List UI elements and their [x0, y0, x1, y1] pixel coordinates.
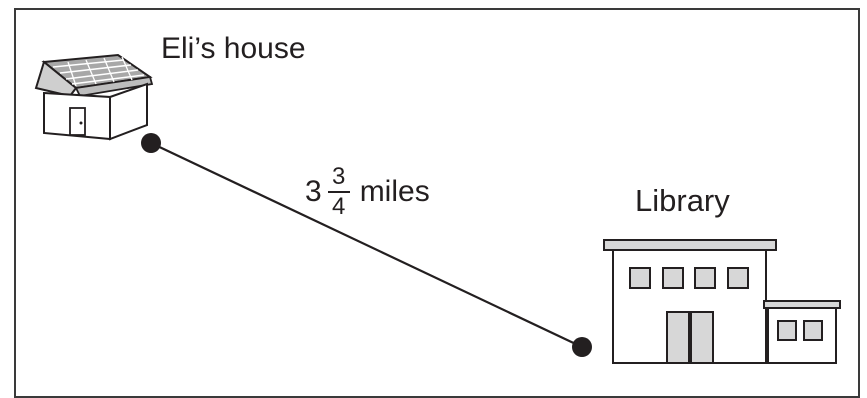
house-icon — [34, 53, 154, 141]
library-icon — [603, 239, 841, 364]
fraction-numerator: 3 — [332, 163, 346, 190]
library-point — [572, 337, 592, 357]
house-label: Eli’s house — [161, 32, 306, 65]
fraction-denominator: 4 — [332, 193, 346, 220]
distance-label: 3 3 4 miles — [305, 162, 430, 222]
distance-unit: miles — [359, 175, 430, 208]
route-line — [150, 142, 583, 348]
fraction-bar — [327, 191, 350, 193]
house-point — [141, 133, 161, 153]
distance-whole: 3 — [305, 175, 322, 208]
distance-fraction: 3 4 — [327, 163, 350, 220]
library-label: Library — [635, 183, 730, 218]
